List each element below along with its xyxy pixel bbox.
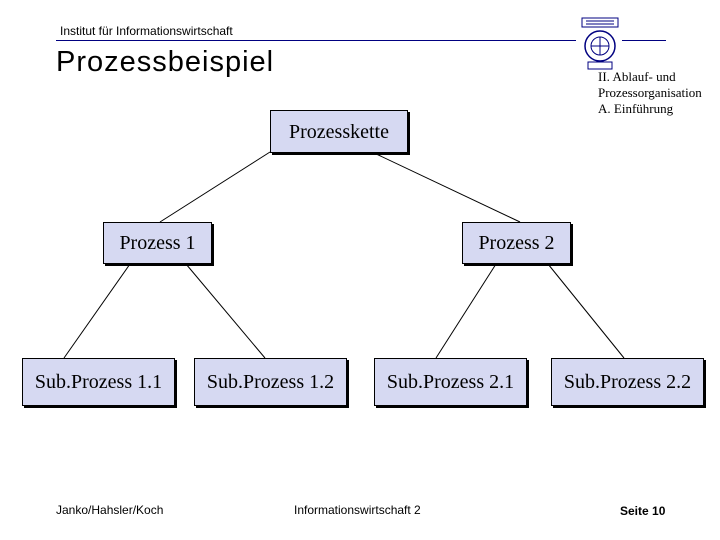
section-line-2: Prozessorganisation	[598, 85, 702, 100]
node-subprozess-1-1: Sub.Prozess 1.1	[22, 358, 175, 406]
connector-p2-s22	[547, 263, 625, 359]
header-rule-right	[622, 40, 666, 41]
connector-root-p2	[371, 151, 521, 223]
node-subprozess-2-2: Sub.Prozess 2.2	[551, 358, 704, 406]
institute-name: Institut für Informationswirtschaft	[60, 24, 233, 38]
connector-p2-s21	[435, 263, 497, 359]
section-line-1: II. Ablauf- und	[598, 69, 676, 84]
node-subprozess-1-2: Sub.Prozess 1.2	[194, 358, 347, 406]
header-rule	[56, 40, 576, 41]
node-prozess-1: Prozess 1	[103, 222, 212, 264]
footer-course: Informationswirtschaft 2	[294, 503, 421, 517]
page-title: Prozessbeispiel	[56, 46, 275, 78]
university-seal-icon	[581, 17, 619, 70]
connector-root-p1	[159, 151, 271, 223]
connector-p1-s12	[185, 263, 266, 359]
footer-authors: Janko/Hahsler/Koch	[56, 503, 164, 517]
section-line-3: A. Einführung	[598, 101, 674, 116]
footer-page-number: Seite 10	[620, 504, 666, 518]
node-subprozess-2-1: Sub.Prozess 2.1	[374, 358, 527, 406]
node-prozess-2: Prozess 2	[462, 222, 571, 264]
connector-p1-s11	[63, 263, 131, 359]
section-info: II. Ablauf- und Prozessorganisation A. E…	[598, 69, 702, 117]
node-root: Prozesskette	[270, 110, 408, 153]
